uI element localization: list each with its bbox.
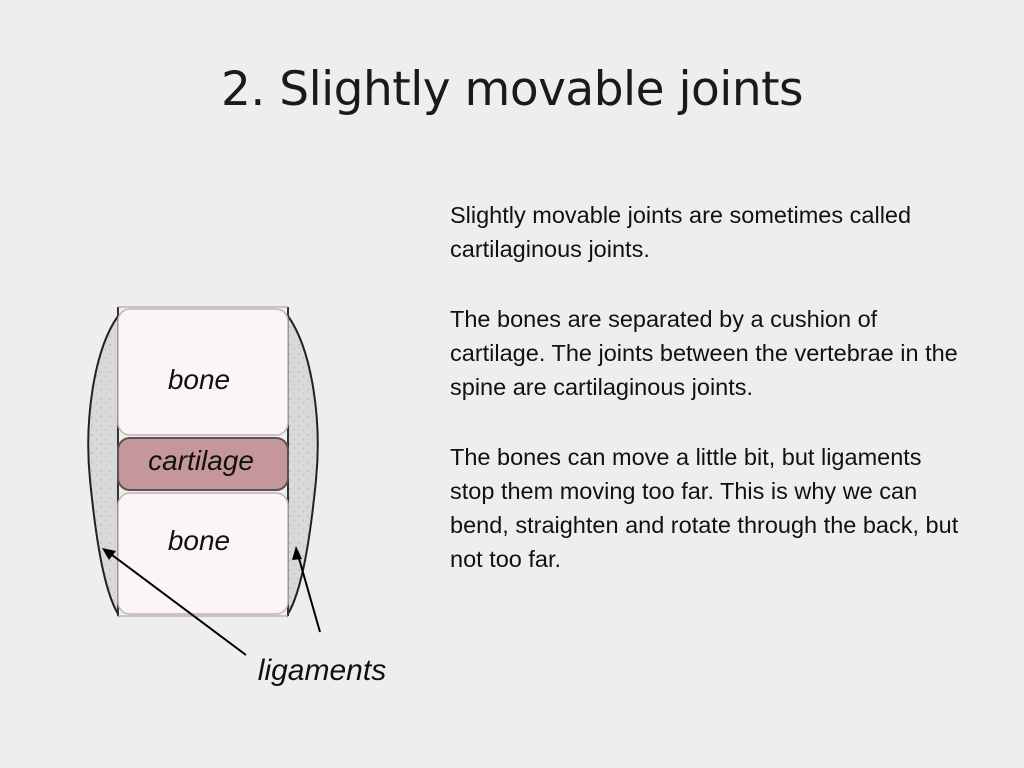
right-arrow (292, 546, 321, 633)
slide-title: 2. Slightly movable joints (220, 62, 804, 117)
paragraph-3: The bones can move a little bit, but lig… (450, 444, 959, 572)
paragraph-2: The bones are separated by a cushion of … (450, 306, 958, 400)
bottom-bone-label: bone (168, 525, 230, 556)
left-arrow (102, 548, 247, 656)
cartilage-label: cartilage (148, 445, 254, 476)
body-text: Slightly movable joints are sometimes ca… (450, 198, 960, 612)
top-bone (117, 308, 289, 436)
paragraph-1: Slightly movable joints are sometimes ca… (450, 202, 912, 262)
ligaments-label: ligaments (258, 654, 386, 687)
bottom-bone (117, 492, 289, 615)
right-ligament (287, 312, 319, 618)
top-bone-label: bone (168, 364, 230, 395)
cartilage-disc (117, 437, 289, 491)
left-ligament (87, 312, 119, 618)
